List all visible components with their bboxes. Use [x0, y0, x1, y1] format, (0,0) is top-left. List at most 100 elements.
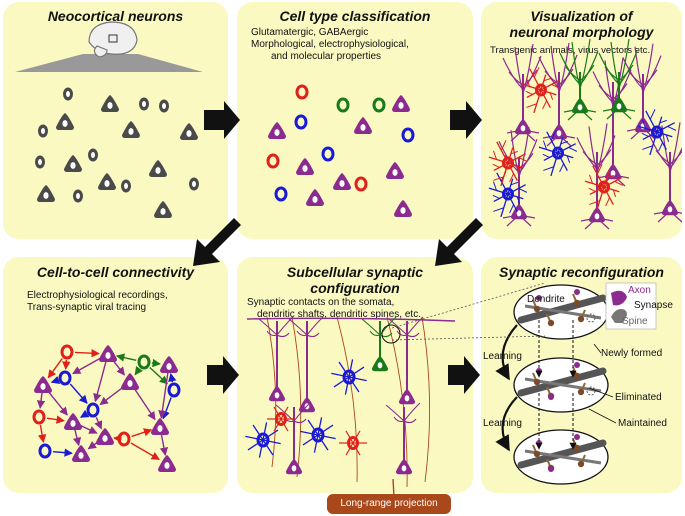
interneuron-subcellular: [331, 359, 367, 395]
interneuron-blue: [294, 114, 308, 130]
spine-head: [573, 299, 581, 307]
red-cell: [354, 176, 368, 192]
panel-desc-line-2: Trans-synaptic viral tracing: [27, 302, 147, 313]
connection-arrow: [133, 388, 156, 421]
dendrite-shaft: [517, 439, 607, 469]
interneuron-blue: [321, 146, 335, 162]
spine-head: [533, 450, 541, 458]
interneuron-soma: [552, 146, 564, 160]
panel-desc-line-1: Electrophysiological recordings,: [27, 290, 168, 301]
neuron-cells: [35, 87, 199, 218]
connection-arrow: [158, 372, 169, 419]
connection-arrow: [62, 359, 71, 370]
red-neuron-morphology: [521, 67, 561, 114]
interneuron-green: [336, 97, 350, 113]
panel-synaptic-reconfiguration: Synaptic reconfiguration Learning Learni…: [481, 257, 682, 493]
interneuron-green: [372, 97, 386, 113]
connection-arrow: [50, 375, 61, 384]
synapse-details: [517, 282, 657, 472]
panel-desc: Transgenic animals, virus vectors etc.: [490, 45, 651, 56]
red-interneuron: [32, 409, 46, 425]
red-soma: [347, 436, 359, 450]
cortex-slice: [15, 54, 203, 72]
panel-desc-line-1: Synaptic contacts on the somata,: [247, 297, 395, 308]
panel-neocortical-neurons: Neocortical neurons: [3, 2, 228, 239]
synaptic-bouton: [574, 362, 580, 368]
pyramidal-neuron-morphology: [649, 122, 682, 223]
interneuron-soma: [256, 432, 270, 448]
spine-head: [533, 305, 541, 313]
synaptic-bouton: [574, 289, 580, 295]
spine-label: Spine: [622, 316, 648, 327]
eliminated-label: Eliminated: [615, 392, 662, 403]
interneuron-soma: [651, 125, 663, 139]
pyramidal-neuron-morphology: [592, 57, 632, 187]
red-neuron-morphology: [488, 140, 528, 187]
interneuron-morphology: [637, 109, 677, 156]
interneuron-blue: [274, 186, 288, 202]
pyramidal-neuron-subcellular: [385, 402, 421, 475]
cell-type-illustration: [266, 84, 415, 217]
glutamatergic-ring: [295, 84, 309, 100]
morphology-illustration: [488, 38, 682, 230]
blue-interneuron: [86, 402, 100, 418]
pyramidal-neuron-morphology: [622, 43, 662, 140]
connectivity-illustration: [32, 344, 181, 472]
panel-desc-line-2: Morphological, electrophysiological,: [251, 39, 409, 50]
learning-arrow-1: [495, 324, 518, 381]
connection-arrow: [168, 373, 177, 383]
panel-cell-type-classification: Cell type classification Glutamatergic, …: [237, 2, 473, 239]
connection-arrow: [79, 409, 90, 418]
interneuron-soma: [502, 156, 514, 170]
morphology-neurons: [488, 38, 682, 230]
panel-title: Neocortical neurons: [47, 8, 184, 24]
pyramidal-neuron-morphology: [538, 42, 578, 147]
connectivity-network: [32, 344, 181, 472]
connection-arrow: [115, 353, 137, 362]
spine-head: [577, 460, 585, 468]
dendrite-label: Dendrite: [527, 294, 565, 305]
dendrite-shaft: [517, 367, 607, 397]
spine-head: [533, 378, 541, 386]
spine-head: [577, 315, 585, 323]
panel-subcellular-configuration: Subcellular synaptic configuration Synap…: [237, 257, 473, 493]
connection-arrow: [74, 348, 100, 358]
red-interneuron-subcellular: [339, 430, 367, 456]
interneuron-blue: [401, 127, 415, 143]
spine-head: [573, 444, 581, 452]
connection-arrow: [130, 442, 160, 461]
interneuron-soma: [598, 180, 610, 194]
maintained-label: Maintained: [618, 418, 667, 429]
red-cell: [266, 153, 280, 169]
connection-arrow: [47, 390, 68, 416]
panel-title: Synaptic reconfiguration: [499, 264, 664, 280]
interneuron-subcellular: [245, 422, 281, 458]
connection-arrow: [52, 448, 73, 457]
neocortical-neurons-illustration: [15, 21, 203, 218]
long-range-projection-label: Long-range projection: [327, 494, 451, 514]
pyramidal-neuron-subcellular: [258, 316, 294, 402]
interneuron-morphology: [538, 130, 578, 177]
subcellular-neurons: [245, 316, 456, 488]
spine-head: [577, 388, 585, 396]
connection-arrow: [37, 424, 47, 443]
connection-arrow: [151, 358, 161, 368]
connection-arrow: [69, 383, 88, 404]
connection-arrow: [36, 392, 46, 409]
red-interneuron-subcellular: [267, 406, 295, 432]
spine-head: [573, 372, 581, 380]
panel-neuronal-morphology: Visualization of neuronal morphology Tra…: [481, 2, 682, 239]
panel-title: Cell-to-cell connectivity: [36, 264, 195, 280]
synapse-label: Synapse: [634, 300, 673, 311]
connection-arrow: [79, 424, 98, 434]
connection-arrow: [72, 429, 82, 447]
panel-title: Cell type classification: [279, 8, 431, 24]
pyramidal-neuron-morphology: [576, 123, 616, 230]
spine-head: [547, 319, 555, 327]
panel-cell-connectivity: Cell-to-cell connectivity Electrophysiol…: [3, 257, 228, 493]
connection-arrow: [72, 357, 102, 375]
connection-arrow: [112, 359, 125, 376]
interneuron-subcellular: [300, 417, 336, 453]
synaptic-bouton: [574, 434, 580, 440]
red-interneuron: [117, 431, 131, 447]
